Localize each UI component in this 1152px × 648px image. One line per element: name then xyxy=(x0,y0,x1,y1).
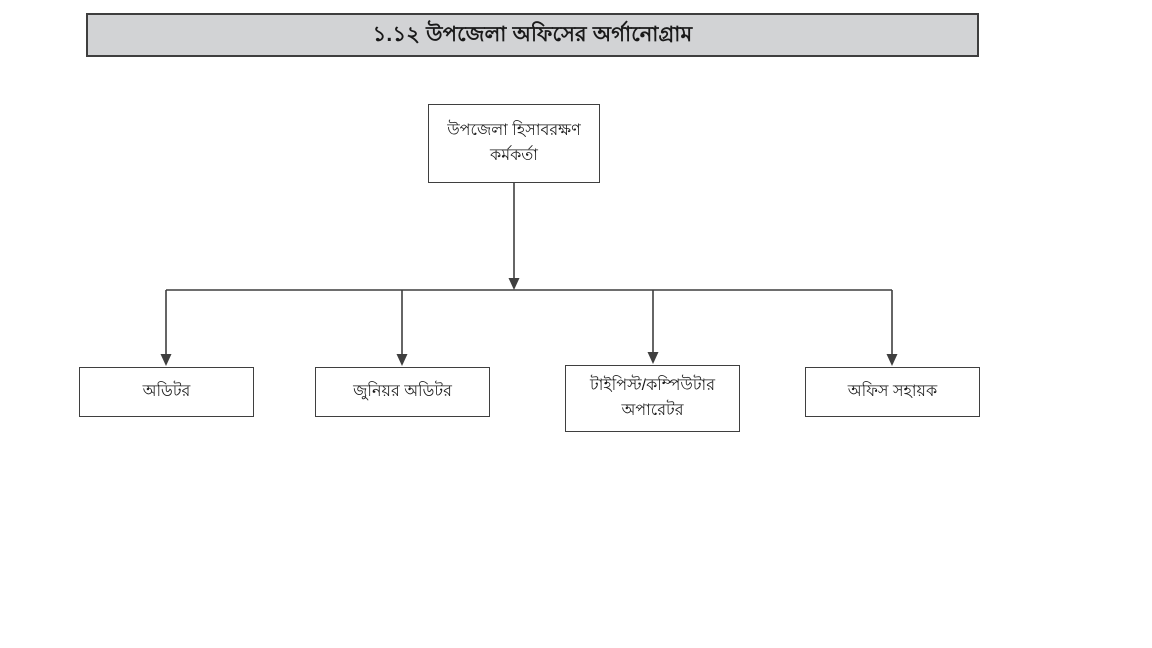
node-label: উপজেলা হিসাবরক্ষণ কর্মকর্তা xyxy=(447,121,581,164)
arrow-down-icon xyxy=(508,278,520,290)
node-label: অডিটর xyxy=(142,382,191,400)
node-upazila-accounts-officer: উপজেলা হিসাবরক্ষণ কর্মকর্তা xyxy=(428,104,600,183)
node-label: টাইপিস্ট/কম্পিউটার অপারেটর xyxy=(589,376,716,419)
node-label: জুনিয়র অডিটর xyxy=(353,382,452,400)
arrow-down-icon xyxy=(160,354,172,366)
arrow-down-icon xyxy=(647,352,659,364)
arrow-down-icon xyxy=(886,354,898,366)
page-title: ১.১২ উপজেলা অফিসের অর্গানোগ্রাম xyxy=(372,22,693,46)
node-typist-computer-operator: টাইপিস্ট/কম্পিউটার অপারেটর xyxy=(565,365,740,432)
node-junior-auditor: জুনিয়র অডিটর xyxy=(315,367,490,417)
page-title-bar: ১.১২ উপজেলা অফিসের অর্গানোগ্রাম xyxy=(86,13,979,57)
node-office-assistant: অফিস সহায়ক xyxy=(805,367,980,417)
arrow-down-icon xyxy=(396,354,408,366)
node-auditor: অডিটর xyxy=(79,367,254,417)
node-label: অফিস সহায়ক xyxy=(847,382,938,400)
